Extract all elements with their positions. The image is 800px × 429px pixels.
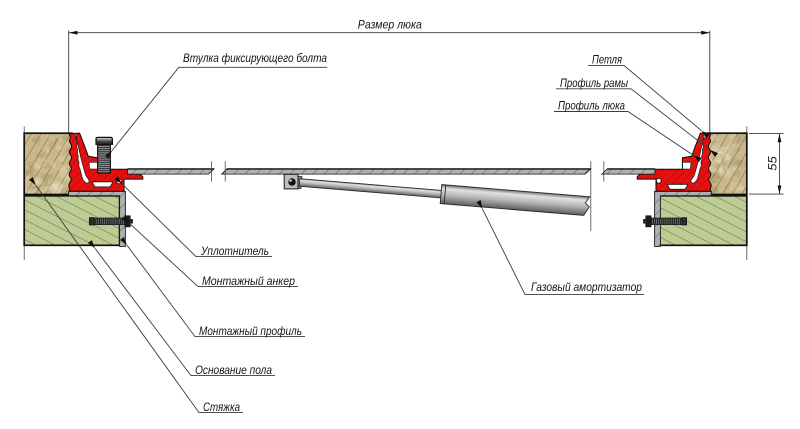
svg-text:Втулка фиксирующего болта: Втулка фиксирующего болта [183,53,327,65]
svg-text:Основание пола: Основание пола [195,365,272,377]
svg-text:Профиль рамы: Профиль рамы [560,78,628,90]
svg-text:Монтажный профиль: Монтажный профиль [199,326,302,338]
svg-text:Стяжка: Стяжка [203,402,240,414]
svg-text:Петля: Петля [592,55,622,67]
svg-text:Профиль люка: Профиль люка [558,101,625,113]
svg-text:55: 55 [768,156,780,171]
svg-text:Монтажный анкер: Монтажный анкер [202,276,296,288]
svg-text:Газовый амортизатор: Газовый амортизатор [531,282,643,294]
svg-text:Уплотнитель: Уплотнитель [200,246,269,258]
svg-text:Размер люка: Размер люка [358,20,422,32]
